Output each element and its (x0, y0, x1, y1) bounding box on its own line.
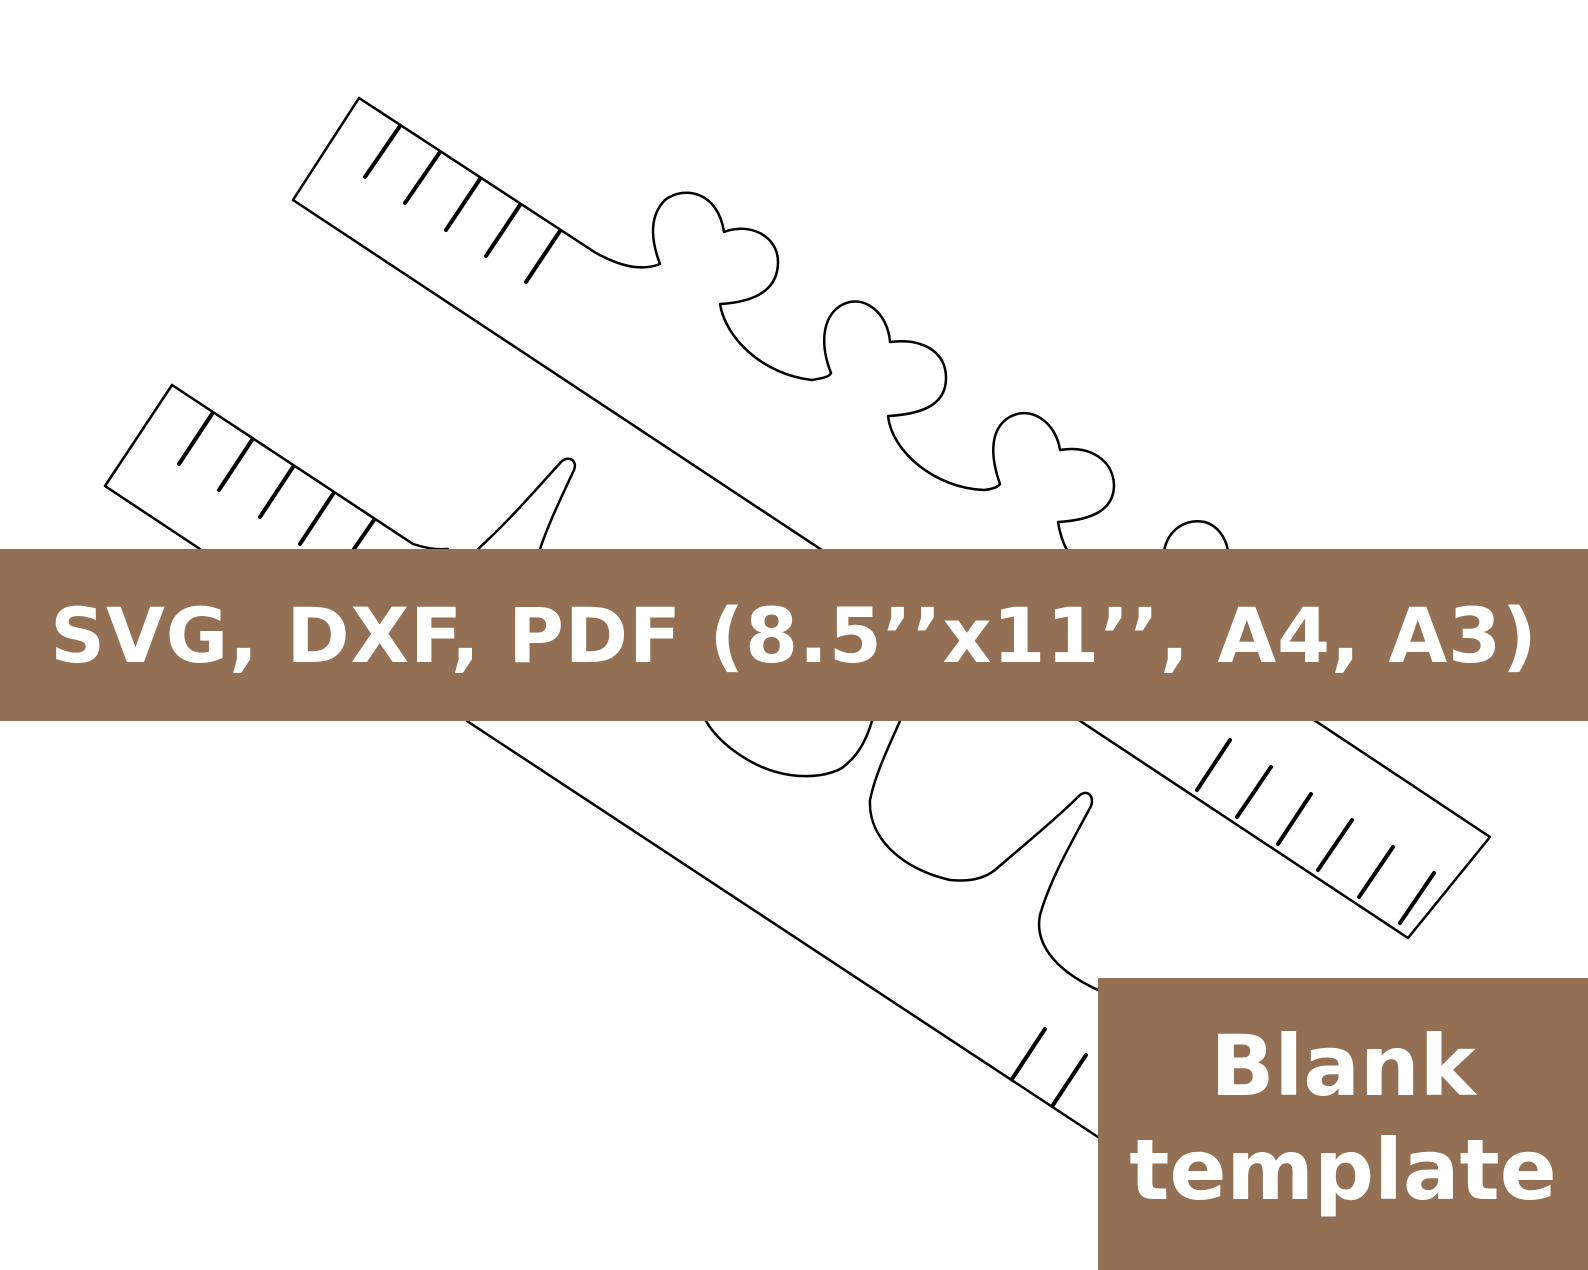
blank-template-label: Blank template (1098, 978, 1588, 1270)
format-banner: SVG, DXF, PDF (8.5’’x11’’, A4, A3) (0, 549, 1588, 721)
format-banner-text: SVG, DXF, PDF (8.5’’x11’’, A4, A3) (50, 590, 1538, 680)
lower-ruler-outline (103, 383, 1100, 1139)
label-line-template: template (1129, 1121, 1557, 1219)
label-line-blank: Blank (1210, 1017, 1476, 1115)
upper-ruler-outline (291, 96, 1492, 940)
